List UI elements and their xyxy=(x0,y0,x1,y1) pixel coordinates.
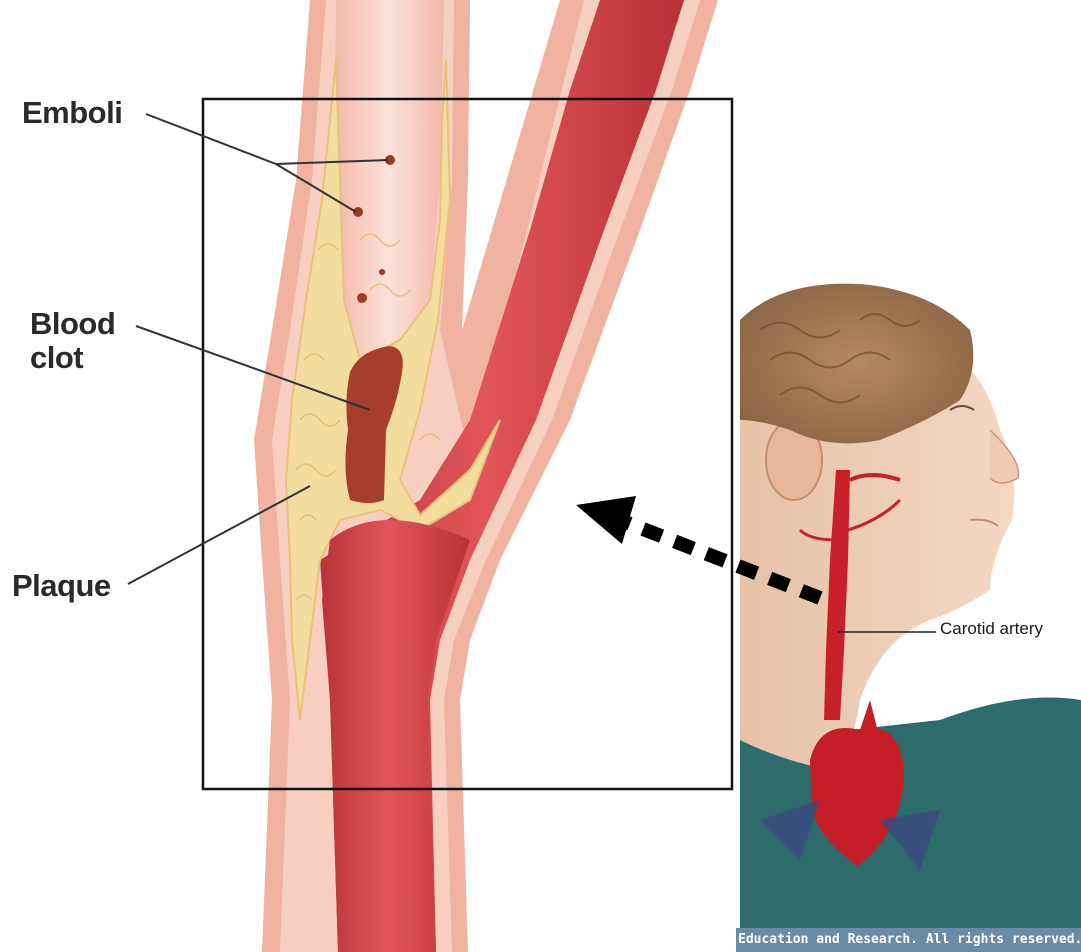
label-emboli: Emboli xyxy=(22,96,122,130)
embolus xyxy=(379,269,385,275)
label-carotid-artery: Carotid artery xyxy=(940,619,1043,639)
artery-illustration xyxy=(254,0,718,952)
copyright-footer: Education and Research. All rights reser… xyxy=(736,928,1081,952)
label-blood-clot: Blood clot xyxy=(30,307,150,375)
label-plaque: Plaque xyxy=(12,569,111,603)
embolus xyxy=(357,293,367,303)
head-neck-illustration xyxy=(740,284,1081,928)
